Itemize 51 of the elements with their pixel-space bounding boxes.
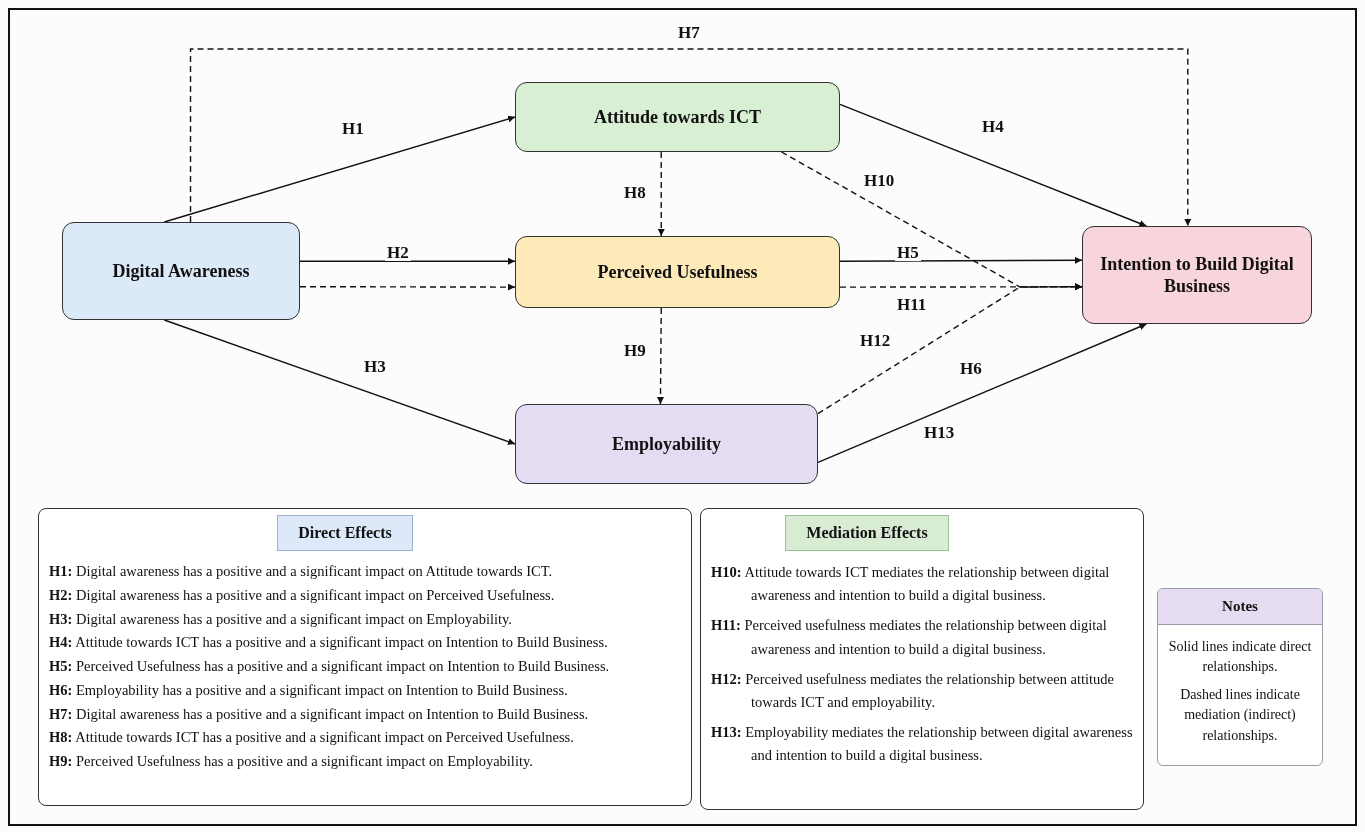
arrow — [817, 323, 1148, 464]
arrow — [299, 283, 516, 291]
hypothesis-text: H13: Employability mediates the relationship between digital awareness and intention to build a digital business. — [711, 723, 1133, 766]
construct-box: Perceived Usefulness — [515, 236, 840, 308]
construct-box: Employability — [515, 404, 818, 484]
hypothesis-text: H12: Perceived usefulness mediates the relationship between attitude towards ICT and employability. — [711, 669, 1116, 712]
edge-label: H7 — [676, 24, 702, 41]
hypothesis-text: H11: Perceived usefulness mediates the relationship between digital awareness and intention to build a digital business. — [711, 616, 1108, 659]
hypotheses-panel — [38, 508, 692, 806]
arrow — [657, 307, 664, 405]
edge-label: H12 — [858, 332, 893, 349]
hypothesis-text: H9: Perceived Usefulness has a positive and a significant impact on Employability. — [49, 752, 534, 771]
edge-label: H6 — [958, 360, 984, 377]
arrow — [839, 256, 1083, 264]
edge-label: H2 — [385, 244, 411, 261]
hypothesis-text: H3: Digital awareness has a positive and a significant impact on Employability. — [49, 609, 513, 629]
panel-heading: Direct Effects — [277, 515, 413, 551]
edge-label: H9 — [622, 342, 648, 359]
construct-box: Digital Awareness — [62, 222, 300, 320]
edge-label: H10 — [862, 172, 897, 189]
edge-label: H4 — [980, 118, 1006, 135]
edge-label: H3 — [362, 358, 388, 375]
panel-heading: Mediation Effects — [785, 515, 949, 551]
hypothesis-text: H10: Attitude towards ICT mediates the relationship between digital awareness and intention to build a digital business. — [711, 563, 1111, 606]
construct-box: Intention to Build Digital Business — [1082, 226, 1312, 324]
hypothesis-text: H5: Perceived Usefulness has a positive and a significant impact on Intention to Build Business. — [49, 657, 611, 676]
edge-label: H1 — [340, 120, 366, 137]
arrow — [299, 257, 516, 265]
notes-box — [1157, 588, 1323, 766]
hypothesis-label: H13 — [922, 424, 957, 441]
arrow — [163, 115, 516, 223]
notes-heading: Notes — [1158, 589, 1322, 625]
hypothesis-text: H2: Digital awareness has a positive and a significant impact on Perceived Usefulness. — [49, 585, 556, 605]
hypothesis-text: H4: Attitude towards ICT has a positive and a significant impact on Intention to Build Business. — [49, 633, 609, 653]
hypotheses-panel — [700, 508, 1144, 810]
hypothesis-text: H8: Attitude towards ICT has a positive and a significant impact on Perceived Usefulness. — [49, 728, 575, 748]
arrow — [817, 283, 1083, 415]
arrow — [163, 319, 516, 445]
construct-box: Attitude towards ICT — [515, 82, 840, 152]
edge-label: H11 — [895, 296, 929, 313]
arrow — [189, 48, 1192, 227]
arrow — [839, 283, 1083, 291]
hypothesis-text: H6: Employability has a positive and a significant impact on Intention to Build Business. — [49, 680, 569, 700]
note-text: Dashed lines indicate mediation (indirect) relationships. — [1179, 686, 1301, 745]
note-text: Solid lines indicate direct relationships. — [1167, 637, 1313, 676]
hypothesis-text: H1: Digital awareness has a positive and a significant impact on Attitude towards ICT. — [49, 562, 554, 581]
arrow — [657, 151, 665, 237]
hypothesis-text: H7: Digital awareness has a positive and a significant impact on Intention to Build Business. — [49, 704, 590, 724]
edge-label: H5 — [895, 244, 921, 261]
arrow — [839, 103, 1148, 227]
edge-label: H8 — [622, 184, 648, 201]
